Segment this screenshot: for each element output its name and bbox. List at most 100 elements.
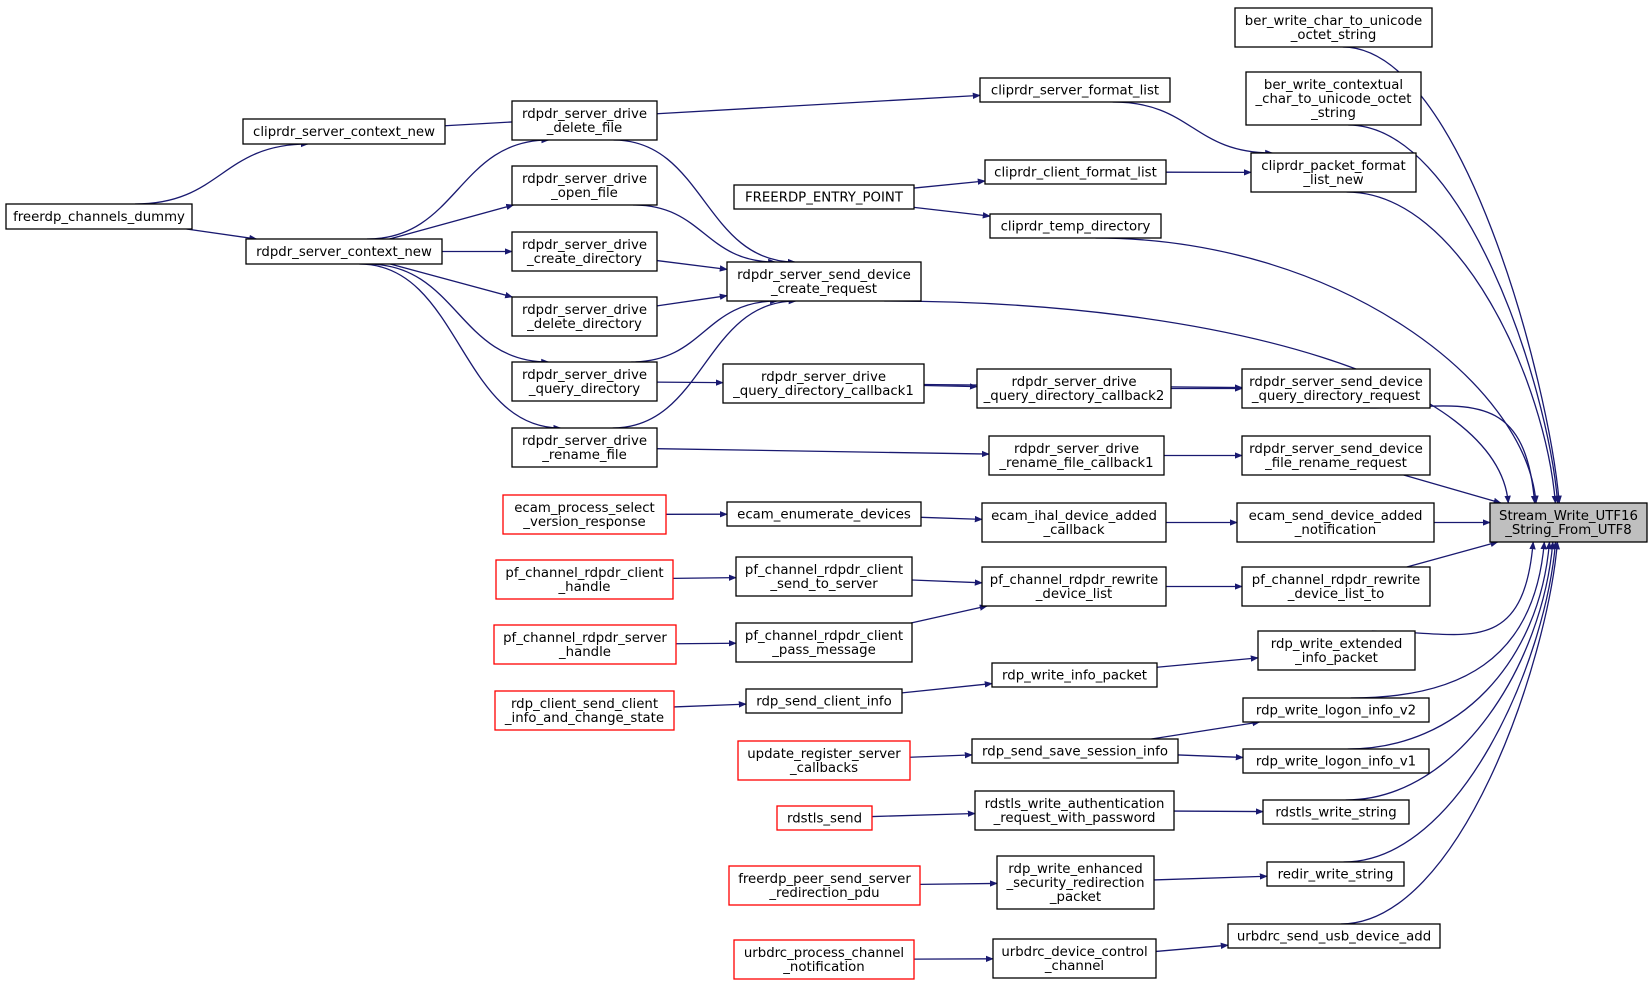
node-pf_channel_rdpdr_rewrite_device_list_to[interactable]: pf_channel_rdpdr_rewrite_device_list_to <box>1241 566 1431 607</box>
node-pf_channel_rdpdr_client_pass_message[interactable]: pf_channel_rdpdr_client_pass_message <box>735 622 913 663</box>
node-label-line: rdpdr_server_context_new <box>256 245 432 260</box>
node-rdp_write_logon_info_v1[interactable]: rdp_write_logon_info_v1 <box>1242 748 1430 774</box>
node-label-line: _delete_directory <box>526 317 642 332</box>
node-label-line: ecam_ihal_device_added <box>991 509 1157 524</box>
node-label-line: freerdp_channels_dummy <box>13 210 185 225</box>
node-FREERDP_ENTRY_POINT[interactable]: FREERDP_ENTRY_POINT <box>733 184 915 210</box>
node-rdpdr_server_send_device_create_request[interactable]: rdpdr_server_send_device_create_request <box>726 261 922 302</box>
node-cliprdr_client_format_list[interactable]: cliprdr_client_format_list <box>984 159 1167 185</box>
node-label-line: ecam_enumerate_devices <box>737 508 911 523</box>
edge-pf_channel_rdpdr_rewrite_device_list_to-to-Stream_Write_UTF16_String_From_UTF8 <box>1406 540 1499 568</box>
node-pf_channel_rdpdr_client_handle[interactable]: pf_channel_rdpdr_client_handle <box>495 559 674 600</box>
edge-cliprdr_packet_format_list_new-to-Stream_Write_UTF16_String_From_UTF8 <box>1346 191 1558 504</box>
edge-pf_channel_rdpdr_client_pass_message-to-pf_channel_rdpdr_rewrite_device_list <box>910 604 988 624</box>
node-rdp_send_client_info[interactable]: rdp_send_client_info <box>745 688 903 714</box>
edge-urbdrc_send_usb_device_add-to-Stream_Write_UTF16_String_From_UTF8 <box>1340 541 1561 925</box>
node-rdpdr_server_drive_create_directory[interactable]: rdpdr_server_drive_create_directory <box>511 231 658 272</box>
node-rdpdr_server_drive_query_directory_callback1[interactable]: rdpdr_server_drive_query_directory_callb… <box>722 363 925 404</box>
node-label-line: rdpdr_server_drive <box>1011 375 1136 390</box>
node-box <box>511 231 658 272</box>
node-cliprdr_server_format_list[interactable]: cliprdr_server_format_list <box>979 77 1171 103</box>
node-box <box>1227 923 1441 949</box>
node-rdpdr_server_drive_delete_directory[interactable]: rdpdr_server_drive_delete_directory <box>511 296 658 337</box>
node-label-line: _pass_message <box>771 643 876 658</box>
node-freerdp_peer_send_server_redirection_pdu[interactable]: freerdp_peer_send_server_redirection_pdu <box>728 865 921 906</box>
node-rdp_client_send_client_info_and_change_state[interactable]: rdp_client_send_client_info_and_change_s… <box>494 690 675 731</box>
edge-rdpdr_server_drive_delete_directory-to-rdpdr_server_send_device_create_request <box>656 293 728 307</box>
node-rdpdr_server_drive_delete_file[interactable]: rdpdr_server_drive_delete_file <box>511 100 658 141</box>
edge-ecam_enumerate_devices-to-ecam_ihal_device_added_callback <box>920 515 983 523</box>
node-label-line: pf_channel_rdpdr_client <box>745 629 903 644</box>
node-pf_channel_rdpdr_rewrite_device_list[interactable]: pf_channel_rdpdr_rewrite_device_list <box>981 566 1167 607</box>
node-rdp_send_save_session_info[interactable]: rdp_send_save_session_info <box>971 738 1179 764</box>
edge-rdp_write_logon_info_v1-to-Stream_Write_UTF16_String_From_UTF8 <box>1347 541 1553 750</box>
edge-rdstls_write_authentication_request_with_password-to-rdstls_write_string <box>1173 808 1264 815</box>
node-rdpdr_server_drive_open_file[interactable]: rdpdr_server_drive_open_file <box>511 165 658 206</box>
node-box <box>996 855 1155 910</box>
node-rdpdr_server_context_new[interactable]: rdpdr_server_context_new <box>245 238 443 265</box>
node-cliprdr_server_context_new[interactable]: cliprdr_server_context_new <box>242 118 446 145</box>
node-box <box>989 213 1162 239</box>
node-rdpdr_server_drive_query_directory_callback2[interactable]: rdpdr_server_drive_query_directory_callb… <box>976 368 1172 409</box>
node-rdpdr_server_drive_rename_file_callback1[interactable]: rdpdr_server_drive_rename_file_callback1 <box>988 435 1165 476</box>
edge-rdp_send_save_session_info-to-rdp_write_logon_info_v1 <box>1177 753 1244 761</box>
node-label-line: rdpdr_server_drive <box>522 107 647 122</box>
edge-pf_channel_rdpdr_client_handle-to-pf_channel_rdpdr_client_send_to_server <box>672 574 737 581</box>
node-box <box>728 865 921 906</box>
node-label-line: cliprdr_server_format_list <box>991 84 1159 99</box>
node-rdpdr_server_drive_rename_file[interactable]: rdpdr_server_drive_rename_file <box>511 427 658 468</box>
node-urbdrc_device_control_channel[interactable]: urbdrc_device_control_channel <box>992 938 1157 979</box>
node-rdp_write_info_packet[interactable]: rdp_write_info_packet <box>991 662 1158 688</box>
node-freerdp_channels_dummy[interactable]: freerdp_channels_dummy <box>5 203 193 230</box>
node-box <box>971 738 1179 764</box>
node-urbdrc_send_usb_device_add[interactable]: urbdrc_send_usb_device_add <box>1227 923 1441 949</box>
node-label-line: ecam_send_device_added <box>1249 509 1423 524</box>
node-pf_channel_rdpdr_client_send_to_server[interactable]: pf_channel_rdpdr_client_send_to_server <box>735 556 913 597</box>
edge-rdpdr_server_send_device_file_rename_request-to-Stream_Write_UTF16_String_From_UTF8 <box>1403 474 1502 505</box>
edge-rdpdr_server_context_new-to-rdpdr_server_drive_open_file <box>389 203 515 240</box>
node-label-line: rdpdr_server_send_device <box>1249 375 1423 390</box>
node-rdstls_write_authentication_request_with_password[interactable]: rdstls_write_authentication_request_with… <box>974 790 1175 831</box>
edge-rdpdr_server_context_new-to-rdpdr_server_drive_rename_file <box>359 263 562 432</box>
edge-rdstls_write_string-to-Stream_Write_UTF16_String_From_UTF8 <box>1345 541 1556 801</box>
node-box <box>1489 502 1648 543</box>
node-ecam_process_select_version_response[interactable]: ecam_process_select_version_response <box>502 494 667 535</box>
node-pf_channel_rdpdr_server_handle[interactable]: pf_channel_rdpdr_server_handle <box>493 624 677 665</box>
node-cliprdr_packet_format_list_new[interactable]: cliprdr_packet_format_list_new <box>1250 152 1417 193</box>
node-rdstls_write_string[interactable]: rdstls_write_string <box>1262 799 1410 825</box>
node-cliprdr_temp_directory[interactable]: cliprdr_temp_directory <box>989 213 1162 239</box>
node-rdpdr_server_send_device_file_rename_request[interactable]: rdpdr_server_send_device_file_rename_req… <box>1241 435 1431 476</box>
node-label-line: _info_packet <box>1294 651 1378 666</box>
node-label-line: ber_write_contextual <box>1264 78 1403 93</box>
edge-freerdp_channels_dummy-to-rdpdr_server_context_new <box>186 228 258 242</box>
node-Stream_Write_UTF16_String_From_UTF8[interactable]: Stream_Write_UTF16_String_From_UTF8 <box>1489 502 1648 543</box>
edge-urbdrc_device_control_channel-to-urbdrc_send_usb_device_add <box>1155 942 1229 953</box>
node-urbdrc_process_channel_notification[interactable]: urbdrc_process_channel_notification <box>733 939 915 980</box>
node-label-line: rdp_write_extended <box>1271 637 1403 652</box>
node-ber_write_contextual_char_to_unicode_octet_string[interactable]: ber_write_contextual_char_to_unicode_oct… <box>1245 71 1422 126</box>
node-box <box>1242 697 1430 723</box>
node-box <box>1234 7 1433 48</box>
node-rdstls_send[interactable]: rdstls_send <box>776 805 873 831</box>
edge-rdpdr_server_drive_rename_file-to-rdpdr_server_drive_rename_file_callback1 <box>656 448 990 458</box>
node-rdpdr_server_send_device_query_directory_request[interactable]: rdpdr_server_send_device_query_directory… <box>1241 368 1431 409</box>
node-ecam_ihal_device_added_callback[interactable]: ecam_ihal_device_added_callback <box>981 502 1167 543</box>
node-rdp_write_logon_info_v2[interactable]: rdp_write_logon_info_v2 <box>1242 697 1430 723</box>
node-rdpdr_server_drive_query_directory[interactable]: rdpdr_server_drive_query_directory <box>511 361 658 402</box>
node-ecam_send_device_added_notification[interactable]: ecam_send_device_added_notification <box>1236 502 1435 543</box>
node-redir_write_string[interactable]: redir_write_string <box>1266 861 1405 887</box>
edge-rdp_write_info_packet-to-rdp_write_extended_info_packet <box>1156 655 1259 668</box>
node-ber_write_char_to_unicode_octet_string[interactable]: ber_write_char_to_unicode_octet_string <box>1234 7 1433 48</box>
node-label-line: cliprdr_temp_directory <box>1001 220 1151 235</box>
node-label-line: _device_list <box>1035 587 1113 602</box>
node-update_register_server_callbacks[interactable]: update_register_server_callbacks <box>737 740 911 781</box>
node-ecam_enumerate_devices[interactable]: ecam_enumerate_devices <box>726 501 922 527</box>
node-rdp_write_extended_info_packet[interactable]: rdp_write_extended_info_packet <box>1257 630 1416 671</box>
edge-freerdp_peer_send_server_redirection_pdu-to-rdp_write_enhanced_security_redirection_packet <box>919 880 998 887</box>
node-box <box>735 556 913 597</box>
edge-FREERDP_ENTRY_POINT-to-cliprdr_temp_directory <box>913 206 991 219</box>
node-rdp_write_enhanced_security_redirection_packet[interactable]: rdp_write_enhanced_security_redirection_… <box>996 855 1155 910</box>
node-label-line: rdp_write_logon_info_v2 <box>1256 704 1416 719</box>
node-box <box>992 938 1157 979</box>
node-label-line: pf_channel_rdpdr_client <box>505 566 663 581</box>
